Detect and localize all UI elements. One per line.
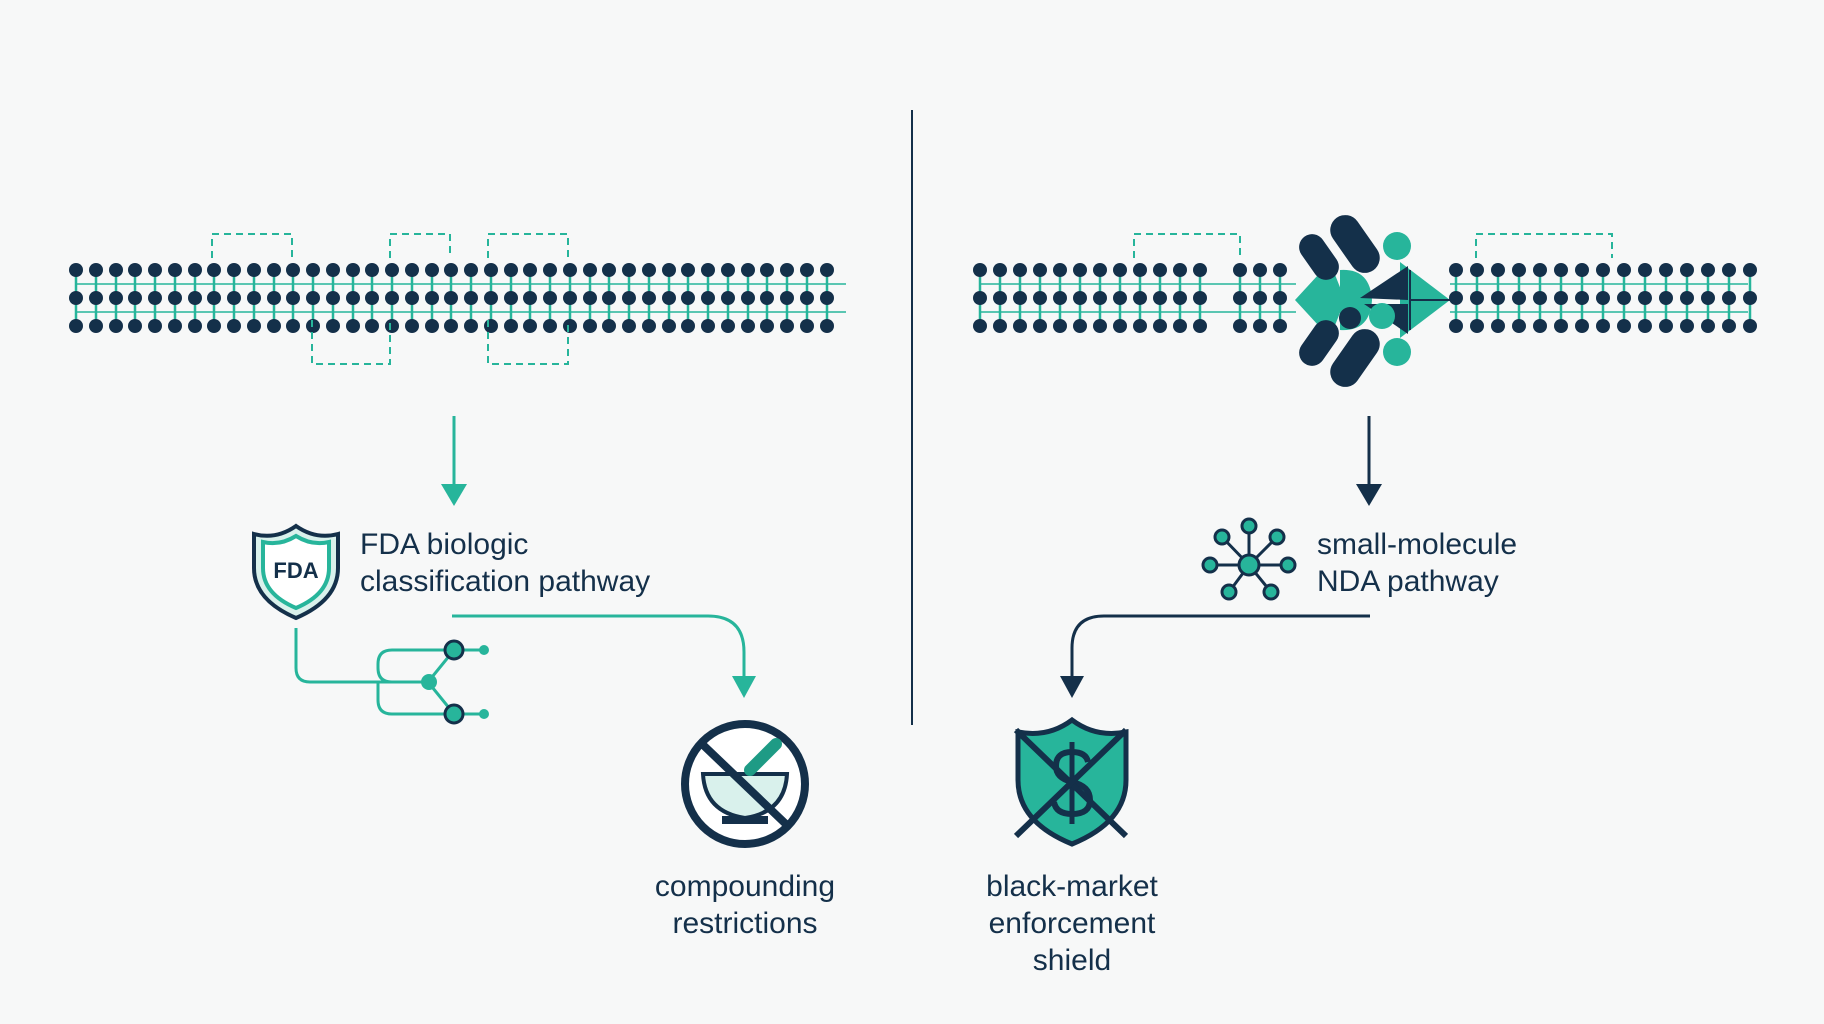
membrane-right xyxy=(973,263,1757,333)
membrane-left xyxy=(69,263,846,333)
left-outcome-arrow xyxy=(452,614,756,698)
membrane-left-dashed-regions xyxy=(211,233,569,365)
fda-biologic-pathway-label: FDA biologic classification pathway xyxy=(360,528,651,598)
small-molecule-nda-label: small-molecule NDA pathway xyxy=(1317,528,1518,598)
membrane-right-dashed-regions xyxy=(1133,233,1613,258)
left-down-arrow xyxy=(441,416,467,506)
molecule-network-icon xyxy=(1201,517,1297,601)
no-mortar-pestle-icon xyxy=(681,720,809,848)
right-down-arrow xyxy=(1356,416,1382,506)
crossed-dollar-shield-icon xyxy=(1013,716,1129,847)
black-market-shield-label: black-market enforcement shield xyxy=(986,870,1158,977)
compounding-restrictions-label: compounding restrictions xyxy=(654,870,836,940)
fda-shield-icon: FDA xyxy=(252,523,340,621)
left-branch-nodes xyxy=(421,639,489,725)
right-outcome-arrow xyxy=(1060,614,1370,698)
protein-cluster xyxy=(1295,215,1450,387)
fda-shield-text: FDA xyxy=(273,558,318,583)
